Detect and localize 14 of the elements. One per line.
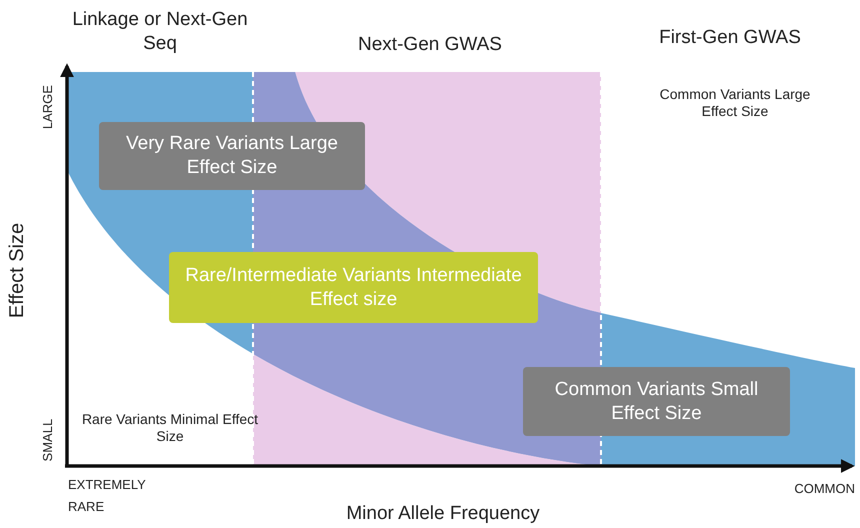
axis-tick-label: SMALL [40,418,56,462]
axis-tick-label: EXTREMELY RARE [68,476,147,516]
column-heading: Next-Gen GWAS [357,33,503,57]
column-heading: First-Gen GWAS [658,26,802,50]
variant-category-box: Common Variants Small Effect Size [523,367,790,436]
axis-tick-label: COMMON [793,480,855,498]
annotation-text: Common Variants Large Effect Size [658,86,812,120]
variant-category-box: Very Rare Variants Large Effect Size [99,122,365,190]
annotation-text: Rare Variants Minimal Effect Size [80,410,260,446]
column-heading: Linkage or Next-Gen Seq [71,8,249,56]
axis-title: Minor Allele Frequency [345,502,541,526]
axis-title: Effect Size [4,222,29,318]
axis-tick-label: LARGE [40,85,56,130]
variant-category-box: Rare/Intermediate Variants Intermediate Effect size [169,252,538,323]
